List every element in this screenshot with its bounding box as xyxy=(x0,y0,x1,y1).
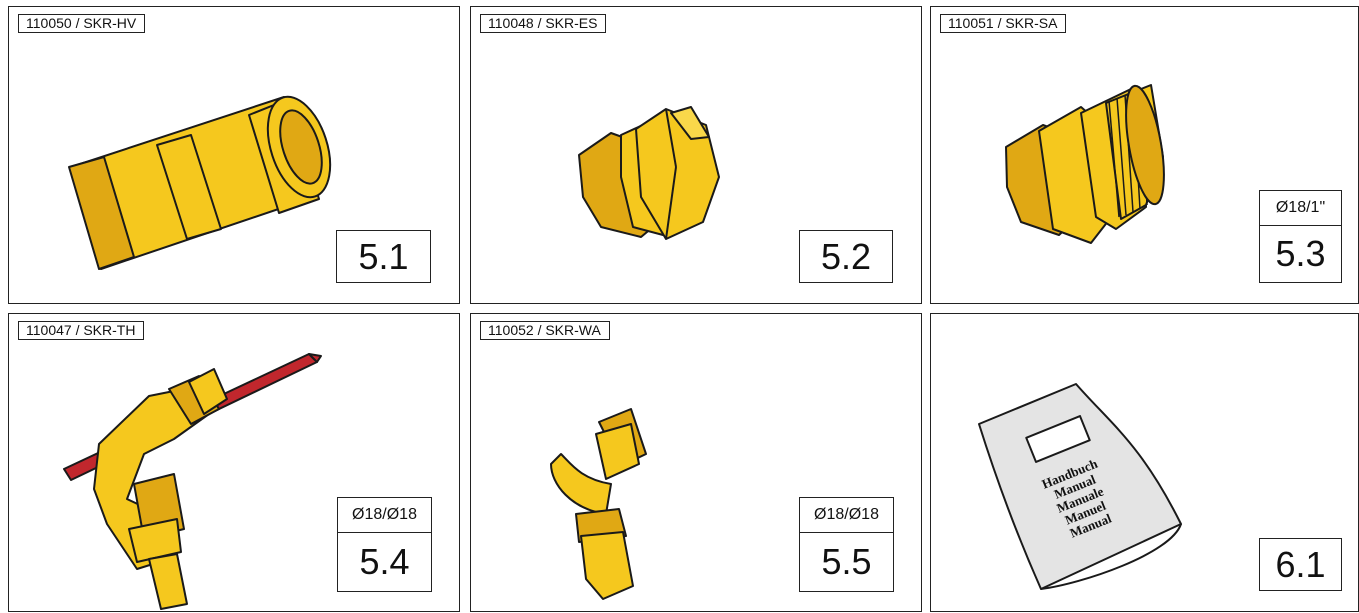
panel-5-4: 110047 / SKR-TH Ø18/Ø18 5.4 xyxy=(8,313,460,612)
panel-5-5: 110052 / SKR-WA Ø18/Ø18 5.5 xyxy=(470,313,922,612)
figure-number: 5.2 xyxy=(799,230,893,283)
dimension-spec: Ø18/Ø18 xyxy=(799,497,894,532)
dimension-spec: Ø18/Ø18 xyxy=(337,497,432,532)
dimension-spec: Ø18/1" xyxy=(1259,190,1342,225)
panel-5-2: 110048 / SKR-ES 5.2 xyxy=(470,6,922,304)
figure-number: 5.1 xyxy=(336,230,431,283)
figure-number: 5.5 xyxy=(799,532,894,592)
panel-5-3: 110051 / SKR-SA Ø18/1" 5.3 xyxy=(930,6,1359,304)
panel-6-1: Handbuch Manual Manuale Manuel Manual 6.… xyxy=(930,313,1359,612)
panel-5-1: 110050 / SKR-HV 5.1 xyxy=(8,6,460,304)
figure-number: 5.3 xyxy=(1259,225,1342,283)
figure-number: 5.4 xyxy=(337,532,432,592)
figure-number: 6.1 xyxy=(1259,538,1342,591)
